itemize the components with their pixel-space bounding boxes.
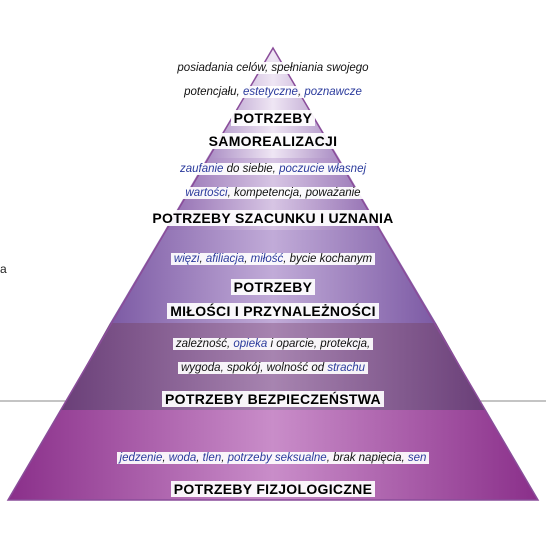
highlighted-term: potrzeby seksualne (227, 452, 327, 464)
level-title-text: POTRZEBY FIZJOLOGICZNE (170, 481, 376, 497)
description-text: do siebie, (223, 163, 280, 175)
highlighted-term: afiliacja (205, 253, 245, 265)
highlighted-term: woda (168, 452, 197, 464)
description-text: i oparcie, protekcja, (267, 338, 371, 350)
description-text: , (297, 86, 305, 98)
description-text: , (221, 452, 228, 464)
description-text: , kompetencja, poważanie (227, 187, 361, 199)
level-title-text: POTRZEBY (230, 110, 316, 126)
level-title-text: POTRZEBY BEZPIECZEŃSTWA (162, 391, 384, 407)
level-title-text: SAMOREALIZACJI (205, 133, 341, 149)
level-2-description-line: wartości, kompetencja, poważanie (0, 187, 546, 199)
description-text: potencjału, (184, 86, 243, 98)
highlighted-term: opieka (233, 338, 268, 350)
description-text: , (199, 253, 206, 265)
pyramid-outline (6, 46, 540, 501)
level-1-title: POTRZEBY (0, 110, 546, 126)
highlighted-term: estetyczne (242, 86, 298, 98)
level-title-text: POTRZEBY SZACUNKU I UZNANIA (149, 210, 397, 226)
description-text: , (244, 253, 251, 265)
description-text: , bycie kochanym (283, 253, 373, 265)
level-4-description-line: wygoda, spokój, wolność od strachu (0, 362, 546, 374)
level-1-description-line: posiadania celów, spełniania swojego (0, 62, 546, 74)
level-2-title: POTRZEBY SZACUNKU I UZNANIA (0, 210, 546, 226)
highlighted-term: sen (407, 452, 427, 464)
highlighted-term: tlen (202, 452, 222, 464)
level-5-title: POTRZEBY FIZJOLOGICZNE (0, 481, 546, 497)
level-4-title: POTRZEBY BEZPIECZEŃSTWA (0, 391, 546, 407)
level-title-text: MIŁOŚCI I PRZYNALEŻNOŚCI (167, 303, 379, 319)
level-3-description-line: więzi, afiliacja, miłość, bycie kochanym (0, 253, 546, 265)
description-text: , (162, 452, 169, 464)
pyramid-level-self-actualization (207, 48, 339, 158)
highlighted-term: więzi (173, 253, 200, 265)
description-text: posiadania celów, spełniania swojego (177, 62, 369, 74)
description-text: , brak napięcia, (326, 452, 408, 464)
level-4-description-line: zależność, opieka i oparcie, protekcja, (0, 338, 546, 350)
level-5-description-line: jedzenie, woda, tlen, potrzeby seksualne… (0, 452, 546, 464)
level-3-title: MIŁOŚCI I PRZYNALEŻNOŚCI (0, 303, 546, 319)
stray-text: a (0, 262, 7, 276)
description-text: zależność, (175, 338, 234, 350)
level-title-text: POTRZEBY (230, 279, 316, 295)
level-3-title: POTRZEBY (0, 279, 546, 295)
highlighted-term: wartości (185, 187, 228, 199)
level-2-description-line: zaufanie do siebie, poczucie własnej (0, 163, 546, 175)
level-1-description-line: potencjału, estetyczne, poznawcze (0, 86, 546, 98)
highlighted-term: poznawcze (304, 86, 362, 98)
highlighted-term: strachu (327, 362, 366, 374)
level-1-title: SAMOREALIZACJI (0, 133, 546, 149)
highlighted-term: jedzenie (119, 452, 163, 464)
highlighted-term: zaufanie (179, 163, 224, 175)
description-text: wygoda, spokój, wolność od (180, 362, 328, 374)
description-text: , (196, 452, 203, 464)
highlighted-term: poczucie własnej (279, 163, 367, 175)
highlighted-term: miłość (250, 253, 284, 265)
